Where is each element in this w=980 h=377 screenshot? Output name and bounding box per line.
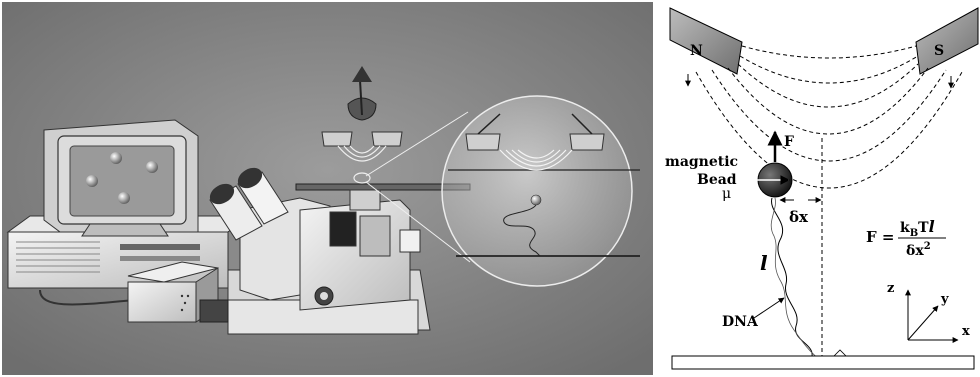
length-label: l — [760, 251, 768, 275]
delta-x-label: δx — [789, 208, 809, 226]
screen-dot — [86, 175, 98, 187]
y-axis-label: y — [940, 292, 949, 307]
magnetic-label: magnetic — [665, 154, 738, 170]
force-label: F — [784, 134, 794, 150]
formula-lhs: F = — [866, 228, 894, 246]
schematic-diagram: N S F magnetic Bead μ δx l — [657, 2, 978, 375]
south-pole-label: S — [934, 43, 944, 59]
formula-numerator: kBTl — [900, 217, 935, 239]
screen-dot — [118, 192, 130, 204]
screen-dot — [110, 152, 122, 164]
monitor — [44, 120, 198, 236]
glass-surface — [672, 356, 974, 369]
instrument-illustration — [2, 2, 653, 375]
north-pole-label: N — [690, 43, 703, 59]
mu-label: μ — [722, 186, 731, 202]
dna-label: DNA — [722, 314, 759, 330]
x-axis-label: x — [962, 324, 970, 339]
screen-dot — [146, 161, 158, 173]
z-axis-label: z — [887, 281, 894, 296]
